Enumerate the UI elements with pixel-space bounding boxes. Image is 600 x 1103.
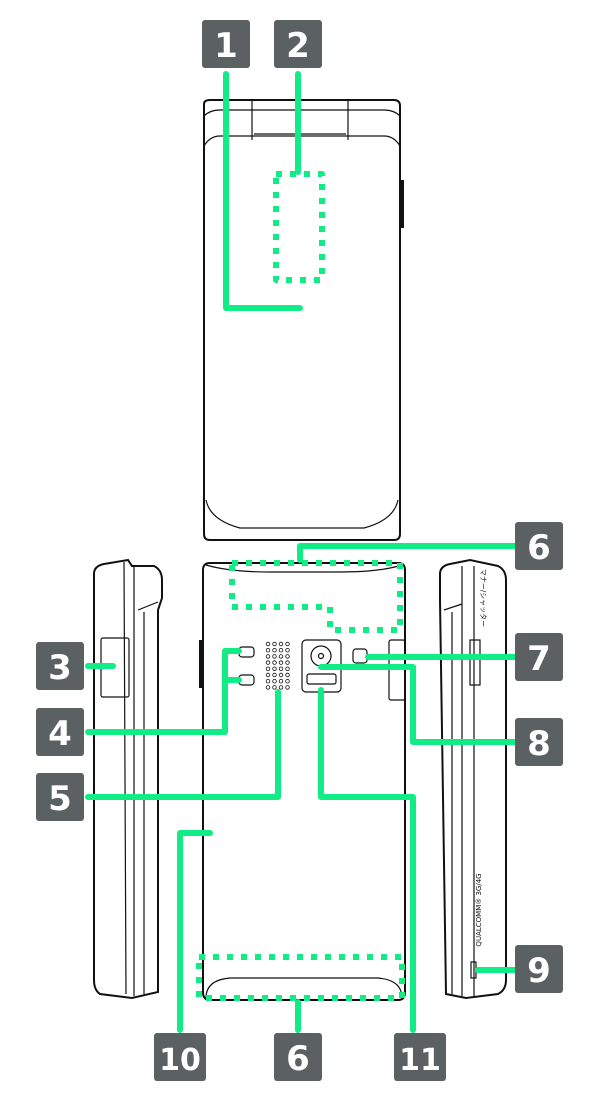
speaker-hole xyxy=(265,679,271,684)
label-8: 8 xyxy=(515,718,563,766)
phone-left-side xyxy=(93,558,163,1000)
label-2: 2 xyxy=(274,20,322,68)
side-key xyxy=(400,180,404,228)
svg-text:6: 6 xyxy=(527,528,551,568)
speaker-hole xyxy=(265,648,271,653)
speaker-hole xyxy=(285,679,290,684)
speaker-hole xyxy=(285,654,290,659)
speaker-hole xyxy=(272,641,277,647)
speaker-hole xyxy=(272,654,277,659)
svg-text:6: 6 xyxy=(286,1039,310,1079)
label-7: 7 xyxy=(515,633,563,681)
speaker-hole xyxy=(272,672,277,678)
speaker-hole xyxy=(278,660,284,665)
svg-text:11: 11 xyxy=(399,1043,441,1078)
svg-text:3: 3 xyxy=(48,648,72,688)
svg-text:1: 1 xyxy=(214,26,238,66)
speaker-hole xyxy=(265,666,271,671)
phone-front-closed xyxy=(203,99,404,541)
speaker-hole xyxy=(265,672,271,678)
speaker-hole xyxy=(285,685,290,690)
phone-right-side: マナー/シャッター QUALCOMM® 3G/4G xyxy=(439,558,507,1000)
svg-text:9: 9 xyxy=(527,951,551,991)
speaker-hole xyxy=(278,679,284,684)
speaker-hole xyxy=(272,666,277,671)
label-4: 4 xyxy=(36,708,84,756)
label-6-top: 6 xyxy=(515,522,563,570)
speaker-hole xyxy=(285,672,290,678)
svg-text:8: 8 xyxy=(527,724,551,764)
speaker-hole xyxy=(278,648,284,653)
label-10: 10 xyxy=(154,1033,206,1081)
label-9: 9 xyxy=(515,945,563,993)
speaker-hole xyxy=(285,660,290,665)
svg-text:5: 5 xyxy=(48,779,72,819)
mobile-light xyxy=(306,673,337,685)
speaker-hole xyxy=(285,641,290,647)
speaker-hole xyxy=(278,654,284,659)
speaker-hole xyxy=(272,660,277,665)
label-5: 5 xyxy=(36,773,84,821)
label-3: 3 xyxy=(36,642,84,690)
label-1: 1 xyxy=(202,20,250,68)
speaker-hole xyxy=(265,685,271,690)
speaker-hole xyxy=(278,672,284,678)
speaker-hole xyxy=(265,641,271,647)
speaker-hole xyxy=(265,660,271,665)
speaker-hole xyxy=(272,679,277,684)
speaker-hole xyxy=(278,666,284,671)
speaker-grille xyxy=(265,641,290,690)
qualcomm-text: QUALCOMM® 3G/4G xyxy=(475,873,483,946)
speaker-hole xyxy=(272,648,277,653)
speaker-hole xyxy=(272,685,277,690)
svg-text:10: 10 xyxy=(159,1043,201,1078)
speaker-hole xyxy=(285,666,290,671)
svg-text:7: 7 xyxy=(527,639,551,679)
manner-shutter-key[interactable] xyxy=(469,639,481,686)
phone-back xyxy=(199,562,406,1001)
svg-text:2: 2 xyxy=(286,26,310,66)
speaker-hole xyxy=(285,648,290,653)
speaker-hole xyxy=(278,641,284,647)
label-6-bottom: 6 xyxy=(274,1033,322,1081)
manner-shutter-text: マナー/シャッター xyxy=(479,569,488,627)
speaker-hole xyxy=(278,685,284,690)
speaker-hole xyxy=(265,654,271,659)
callout-lines xyxy=(85,71,518,1033)
svg-text:4: 4 xyxy=(48,714,72,754)
label-11: 11 xyxy=(394,1033,446,1081)
